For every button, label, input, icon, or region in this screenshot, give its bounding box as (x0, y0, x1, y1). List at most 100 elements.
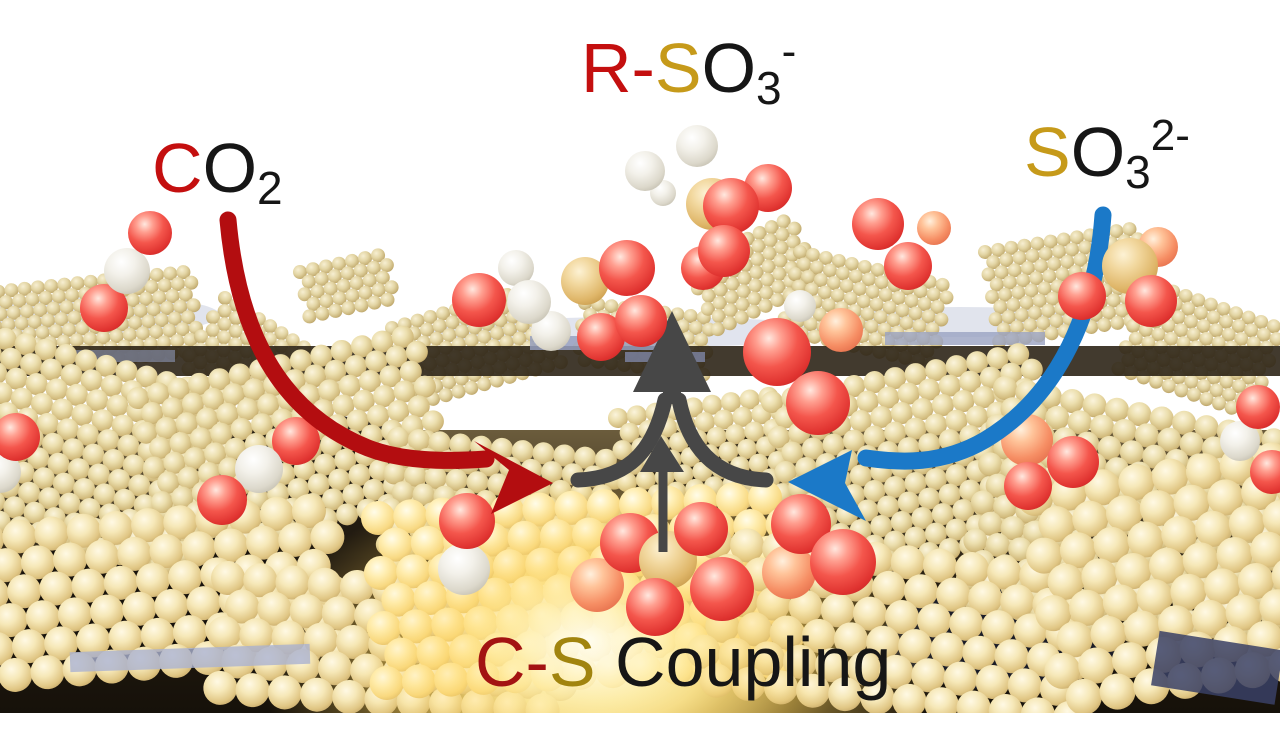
nanoparticle (807, 329, 822, 344)
nanoparticle (216, 402, 239, 425)
nanoparticle (71, 568, 106, 603)
nanoparticle (608, 408, 628, 428)
nanoparticle (1119, 440, 1144, 465)
red-arrow-head (474, 441, 553, 514)
nanoparticle (993, 299, 1008, 314)
nanoparticle (289, 594, 324, 629)
nanoparticle (67, 310, 82, 325)
nanoparticle (228, 324, 243, 339)
nanoparticle (1007, 343, 1030, 366)
nanoparticle (149, 534, 184, 569)
nanoparticle (313, 453, 336, 476)
nanoparticle (117, 434, 140, 457)
nanoparticle (1228, 505, 1265, 542)
nanoparticle (626, 405, 647, 426)
nanoparticle (1097, 317, 1112, 332)
nanoparticle (683, 308, 698, 323)
nanoparticle (1065, 242, 1080, 257)
nanoparticle (911, 398, 934, 421)
nanoparticle (1090, 615, 1127, 652)
nanoparticle (60, 363, 83, 386)
nanoparticle (762, 246, 777, 261)
nanoparticle (163, 451, 186, 474)
red-curved-arrow (219, 211, 553, 514)
nanoparticle (962, 635, 997, 670)
nanoparticle (424, 466, 447, 489)
nanoparticle (391, 481, 414, 504)
atom-sphere (438, 543, 490, 595)
nanoparticle (1241, 310, 1256, 325)
nanoparticle (712, 295, 727, 310)
nanoparticle (1028, 305, 1043, 320)
nanoparticle (383, 462, 406, 485)
nanoparticle (760, 272, 775, 287)
nanoparticle (340, 266, 355, 281)
nanoparticle (58, 492, 81, 515)
nanoparticle (196, 407, 219, 430)
nanoparticle (739, 389, 760, 410)
nanoparticle (1181, 301, 1196, 316)
nanoparticle (751, 239, 766, 254)
nanoparticle (354, 298, 369, 313)
nanoparticle (321, 596, 356, 631)
nanoparticle (438, 388, 453, 403)
nanoparticle (490, 326, 505, 341)
nanoparticle (1196, 379, 1211, 394)
nanoparticle (109, 329, 124, 344)
nanoparticle (843, 375, 866, 398)
nanoparticle (787, 267, 802, 282)
atom-sphere (1058, 272, 1106, 320)
nanoparticle (188, 372, 211, 395)
nanoparticle (157, 278, 172, 293)
nanoparticle (1020, 697, 1055, 713)
nanoparticle (217, 317, 232, 332)
nanocrystal-landscape (0, 125, 1280, 713)
nanoparticle (694, 412, 715, 433)
nanoparticle (761, 259, 776, 274)
nanoparticle (1221, 327, 1236, 342)
nanoparticle (1041, 303, 1056, 318)
nanoparticle (787, 221, 802, 236)
nanoparticle (805, 247, 820, 262)
nanoparticle (1014, 308, 1029, 323)
nanoparticle (904, 526, 927, 549)
nanoparticle (25, 373, 48, 396)
nanoparticle (14, 333, 37, 356)
nanoparticle (317, 651, 352, 686)
mirror-slab (69, 643, 311, 673)
nanoparticle (428, 431, 451, 454)
nanoparticle (1038, 506, 1075, 543)
nanoparticle (127, 387, 149, 409)
nanoparticle (1060, 254, 1075, 269)
nanoparticle (358, 251, 373, 266)
nanoparticle (752, 226, 767, 241)
atom-sphere (570, 558, 624, 612)
nanoparticle (725, 424, 746, 445)
nanoparticle (1069, 230, 1084, 245)
nanoparticle (1219, 374, 1234, 389)
atom-sphere (1004, 462, 1052, 510)
nanoparticle (1037, 281, 1052, 296)
nanoparticle (1097, 435, 1122, 460)
nanoparticle (1052, 244, 1067, 259)
nanoparticle (4, 283, 19, 298)
atom-sphere (884, 242, 932, 290)
nanoparticle (108, 468, 131, 491)
nanoparticle (149, 325, 164, 340)
nanoparticle (44, 279, 59, 294)
nanoparticle (1231, 319, 1246, 334)
nanoparticle (1196, 319, 1211, 334)
nanoparticle (1106, 495, 1143, 532)
nanoparticle (884, 600, 919, 635)
atom-sphere (452, 273, 506, 327)
nanoparticle (1219, 314, 1234, 329)
atom-sphere (1047, 436, 1099, 488)
nanoparticle (0, 327, 17, 350)
nanoparticle (54, 312, 69, 327)
nanoparticle (925, 359, 948, 382)
nanoparticle (911, 658, 946, 693)
atom-sphere (771, 494, 831, 554)
nanoparticle (1072, 500, 1109, 537)
nanoparticle (1069, 589, 1106, 626)
nanoparticle (407, 429, 430, 452)
